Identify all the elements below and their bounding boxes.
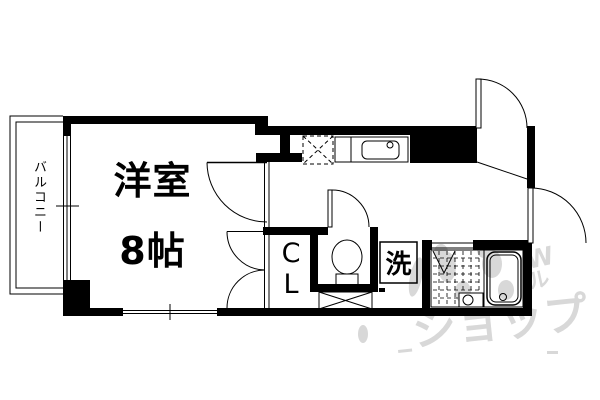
west-window (56, 135, 79, 280)
faucet (386, 141, 394, 149)
partition (264, 161, 270, 308)
drain-box (458, 292, 484, 308)
bathtub (486, 251, 522, 306)
linework (9, 78, 587, 320)
toilet-door (327, 189, 370, 228)
room-size-label: 8帖 (119, 229, 186, 273)
pipe-space (318, 291, 373, 310)
balcony-label: バルコニー (31, 160, 46, 235)
closet-label: CL (281, 238, 301, 300)
balcony-outline (9, 115, 63, 295)
bathroom (430, 242, 524, 308)
room-door (206, 161, 268, 223)
entrance-door (475, 78, 528, 129)
room-label: 洋室 (113, 159, 192, 203)
toilet (331, 239, 363, 289)
entrance-step (476, 161, 531, 181)
shower-hatch (433, 251, 482, 306)
walls (63, 116, 535, 316)
laundry-label: 洗 (385, 250, 412, 280)
laundry-box (379, 241, 418, 284)
side-door (527, 187, 587, 244)
south-window (123, 304, 217, 320)
kitchen-counter (334, 136, 409, 163)
sink (361, 140, 400, 160)
closet-doors (226, 231, 266, 309)
refrigerator-space (302, 135, 334, 165)
